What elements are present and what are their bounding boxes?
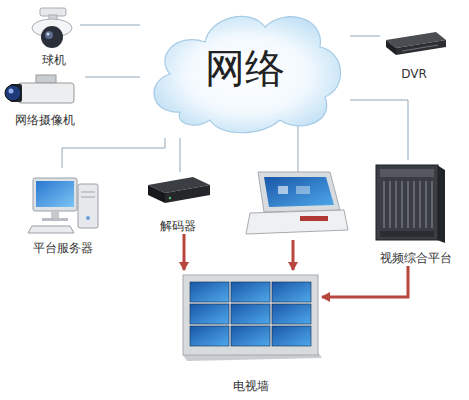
video-wall-icon-part-part (272, 304, 311, 324)
video-wall-icon-part-part (190, 304, 229, 324)
decoder-node: 解码器 (145, 172, 211, 234)
decoder-icon (148, 177, 210, 203)
touch-panel-icon-part (278, 186, 288, 194)
device-label: 视频综合平台 (380, 251, 452, 266)
device-label: 电视墙 (233, 379, 269, 394)
rack-platform-icon-part (380, 231, 434, 237)
device-label: DVR (401, 67, 427, 82)
dome-camera-icon-part (45, 31, 53, 39)
touch-panel-icon-part (296, 186, 310, 194)
rack-platform-icon-part (380, 169, 434, 177)
video-wall-icon-part-part (272, 326, 311, 346)
video-wall-icon-part-part (231, 326, 270, 346)
dvr-node: DVR (380, 28, 448, 82)
rack-platform-icon-part-part (390, 181, 391, 228)
network-camera-node: 网络摄像机 (5, 72, 85, 128)
dome-camera-icon-part (41, 26, 63, 48)
dome-camera-node: 球机 (28, 6, 80, 68)
rack-platform-icon-part (376, 165, 438, 240)
video-wall-node: 电视墙 (180, 270, 322, 394)
decoder-icon-part (165, 185, 210, 203)
video-wall-icon-part-part (231, 304, 270, 324)
rack-platform-icon-part-part (408, 181, 409, 228)
dvr-icon (386, 32, 446, 55)
network-link (350, 100, 408, 160)
server-pc-icon-part (81, 197, 95, 198)
video-platform-node: 视频综合平台 (372, 160, 460, 266)
device-label: 球机 (42, 53, 66, 68)
network-camera-icon-part (5, 85, 21, 101)
device-label: 平台服务器 (33, 241, 93, 256)
network-link (180, 138, 181, 172)
device-label: 解码器 (160, 219, 196, 234)
video-wall-icon-part-part (231, 282, 270, 302)
server-pc-icon-part (28, 226, 74, 233)
server-pc-icon-part (81, 192, 95, 193)
decoder-icon-part (169, 197, 171, 199)
network-cloud: 网络 (140, 2, 350, 138)
server-pc-icon-part (86, 216, 90, 220)
network-link (350, 36, 380, 37)
network-link (85, 77, 140, 78)
touch-panel-icon (246, 110, 348, 270)
network-camera-icon-part (36, 75, 56, 83)
network-link (80, 25, 140, 26)
rack-platform-icon-part-part (414, 181, 415, 228)
rack-platform-icon (376, 165, 445, 243)
decoder-icon-part (148, 185, 165, 203)
video-wall-icon-part (190, 282, 311, 346)
network-link (62, 138, 165, 168)
dvr-icon-part (402, 45, 438, 51)
dome-camera-icon (32, 8, 72, 48)
touch-panel-icon-part (246, 210, 348, 234)
rack-platform-icon-part-part (384, 181, 385, 228)
cloud-title: 网络 (205, 45, 285, 91)
dome-camera-icon-part (47, 33, 50, 36)
video-wall-icon (183, 275, 322, 361)
device-label: 网络摄像机 (15, 113, 75, 128)
dvr-icon-part (396, 40, 446, 55)
touch-panel-icon-part (258, 172, 340, 212)
video-wall-icon-part-part (190, 282, 229, 302)
video-wall-icon-part-part (272, 282, 311, 302)
rack-platform-icon-part-part (426, 181, 427, 228)
server-pc-icon-part (42, 218, 68, 221)
rack-platform-icon-part-part (396, 181, 397, 228)
server-pc-icon-part (33, 178, 77, 211)
touch-panel-icon-part (292, 240, 295, 270)
video-wall-icon-part (183, 275, 318, 355)
rack-platform-icon-part-part (432, 181, 433, 228)
server-pc-icon-part (51, 211, 59, 218)
rack-platform-icon-part-part (420, 181, 421, 228)
server-pc-icon-part (78, 184, 98, 228)
signal-arrow (183, 234, 186, 270)
network-camera-icon-part (9, 89, 14, 94)
network-camera-icon (5, 75, 74, 103)
network-camera-icon-part (18, 83, 74, 103)
rack-platform-icon-part-part (402, 181, 403, 228)
cloud-outline (154, 16, 341, 132)
server-pc-icon (28, 178, 98, 233)
signal-arrow (322, 266, 408, 297)
platform-server-node: 平台服务器 (25, 168, 101, 256)
server-pc-icon-part (36, 181, 74, 207)
video-wall-icon-part-part (190, 326, 229, 346)
touch-panel-icon-part (264, 177, 334, 207)
dvr-icon-part (386, 40, 396, 55)
rack-platform-icon-part (384, 181, 432, 228)
touch-panel-icon-part (300, 216, 328, 221)
